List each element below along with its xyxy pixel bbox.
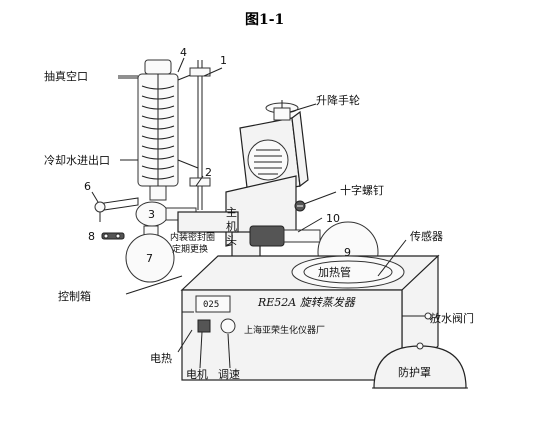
support-rod bbox=[189, 60, 211, 210]
label-shield: 防护罩 bbox=[398, 365, 431, 379]
model-plate: RE52A 旋转蒸发器 bbox=[257, 296, 356, 309]
label-lift-handwheel: 升降手轮 bbox=[316, 93, 360, 107]
callout-8: 8 bbox=[88, 230, 95, 243]
label-motor: 电机 bbox=[186, 367, 208, 381]
display-readout: 025 bbox=[203, 300, 219, 310]
front-panel: 025 bbox=[182, 295, 236, 334]
label-heating: 电热 bbox=[150, 352, 172, 365]
leader-lines bbox=[91, 57, 433, 369]
condenser bbox=[137, 59, 199, 201]
label-heating-pot: 加热管 bbox=[318, 265, 351, 279]
flask-clamp bbox=[101, 232, 125, 240]
callout-10: 10 bbox=[326, 212, 340, 225]
receiving-flask bbox=[125, 225, 175, 283]
control-box bbox=[180, 254, 440, 382]
label-seal-1: 内装密封圈 bbox=[170, 231, 215, 243]
label-main-head-1: 主 bbox=[226, 206, 237, 219]
callout-3: 3 bbox=[148, 208, 155, 221]
callout-4: 4 bbox=[180, 46, 187, 59]
figure-title: 图1-1 bbox=[245, 12, 284, 28]
feed-valve bbox=[94, 197, 139, 222]
label-drain-valve: 放水阀门 bbox=[430, 311, 474, 325]
rotating-shaft bbox=[177, 211, 321, 247]
drain-valve bbox=[402, 312, 432, 320]
label-main-head-2: 机 bbox=[226, 219, 237, 233]
callout-9: 9 bbox=[344, 246, 351, 259]
label-speed: 调速 bbox=[218, 368, 240, 381]
cross-screw bbox=[294, 200, 306, 212]
label-cooling-water: 冷却水进出口 bbox=[44, 153, 110, 167]
label-vacuum-port: 抽真空口 bbox=[44, 69, 88, 83]
callout-1: 1 bbox=[220, 54, 227, 67]
callout-6: 6 bbox=[84, 180, 91, 193]
callout-2: 2 bbox=[205, 166, 212, 179]
lift-handwheel bbox=[265, 100, 299, 121]
label-sensor: 传感器 bbox=[410, 230, 443, 243]
protective-shield bbox=[372, 342, 468, 389]
callout-7: 7 bbox=[146, 252, 153, 265]
label-seal-2: 定期更换 bbox=[172, 243, 208, 255]
heating-bath bbox=[291, 255, 405, 289]
manufacturer-name: 上海亚荣生化仪器厂 bbox=[244, 324, 325, 336]
label-main-head-3: 头 bbox=[226, 234, 237, 247]
label-cross-screw: 十字螺钉 bbox=[340, 183, 384, 197]
label-control-box: 控制箱 bbox=[58, 289, 91, 303]
